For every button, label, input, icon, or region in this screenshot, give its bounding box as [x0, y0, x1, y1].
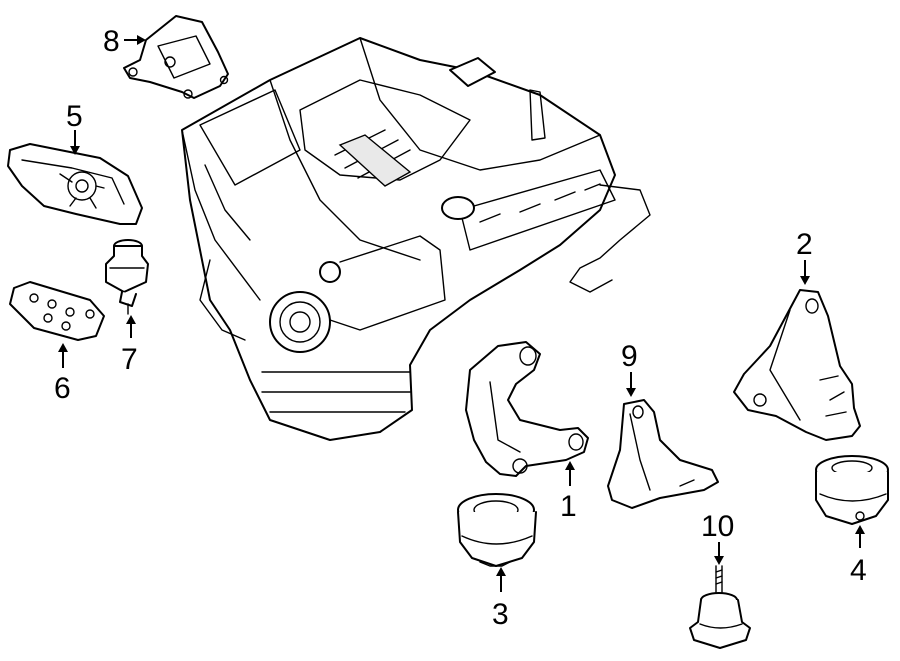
part-2-bracket [733, 289, 861, 441]
callout-2-group: 2 [796, 228, 813, 285]
callout-7-label: 7 [121, 343, 138, 376]
callout-9-group: 9 [621, 340, 638, 397]
callout-10-group: 10 [701, 510, 734, 565]
callout-4-label: 4 [850, 554, 867, 587]
callout-2-label: 2 [796, 228, 813, 261]
callout-8-group: 8 [103, 25, 146, 58]
callout-3-label: 3 [492, 598, 509, 631]
callout-10-label: 10 [701, 510, 734, 543]
callout-6-arrowhead [58, 343, 68, 352]
callout-4-arrowhead [855, 525, 865, 534]
part-9-bracket [607, 399, 719, 509]
callout-6-group: 6 [54, 343, 71, 405]
callout-7-group: 7 [121, 315, 138, 376]
callout-9-label: 9 [621, 340, 638, 373]
callout-8-label: 8 [103, 25, 120, 58]
callout-5-label: 5 [66, 100, 83, 133]
engine-assembly [181, 37, 651, 441]
callout-8-arrowhead [137, 35, 146, 45]
callout-9-arrowhead [626, 388, 636, 397]
callout-5-arrowhead [70, 146, 80, 155]
callout-1-label: 1 [560, 490, 577, 523]
callout-3-group: 3 [492, 567, 509, 631]
callout-2-arrowhead [800, 276, 810, 285]
callout-7-arrowhead [126, 315, 136, 324]
callout-3-arrowhead [496, 567, 506, 576]
part-5-plate [7, 143, 143, 225]
part-4-mount [815, 455, 889, 525]
part-1-bracket [465, 341, 589, 477]
part-3-mount [457, 493, 537, 567]
part-6-plate [9, 281, 105, 341]
callout-6-label: 6 [54, 372, 71, 405]
callout-10-arrowhead [714, 556, 724, 565]
part-8-bracket [123, 15, 229, 99]
callout-1-group: 1 [560, 461, 577, 523]
callout-5-group: 5 [66, 100, 83, 155]
callout-4-group: 4 [850, 525, 867, 587]
callout-1-arrowhead [565, 461, 575, 470]
part-7-mount [105, 239, 149, 315]
part-10-mount [689, 565, 751, 649]
